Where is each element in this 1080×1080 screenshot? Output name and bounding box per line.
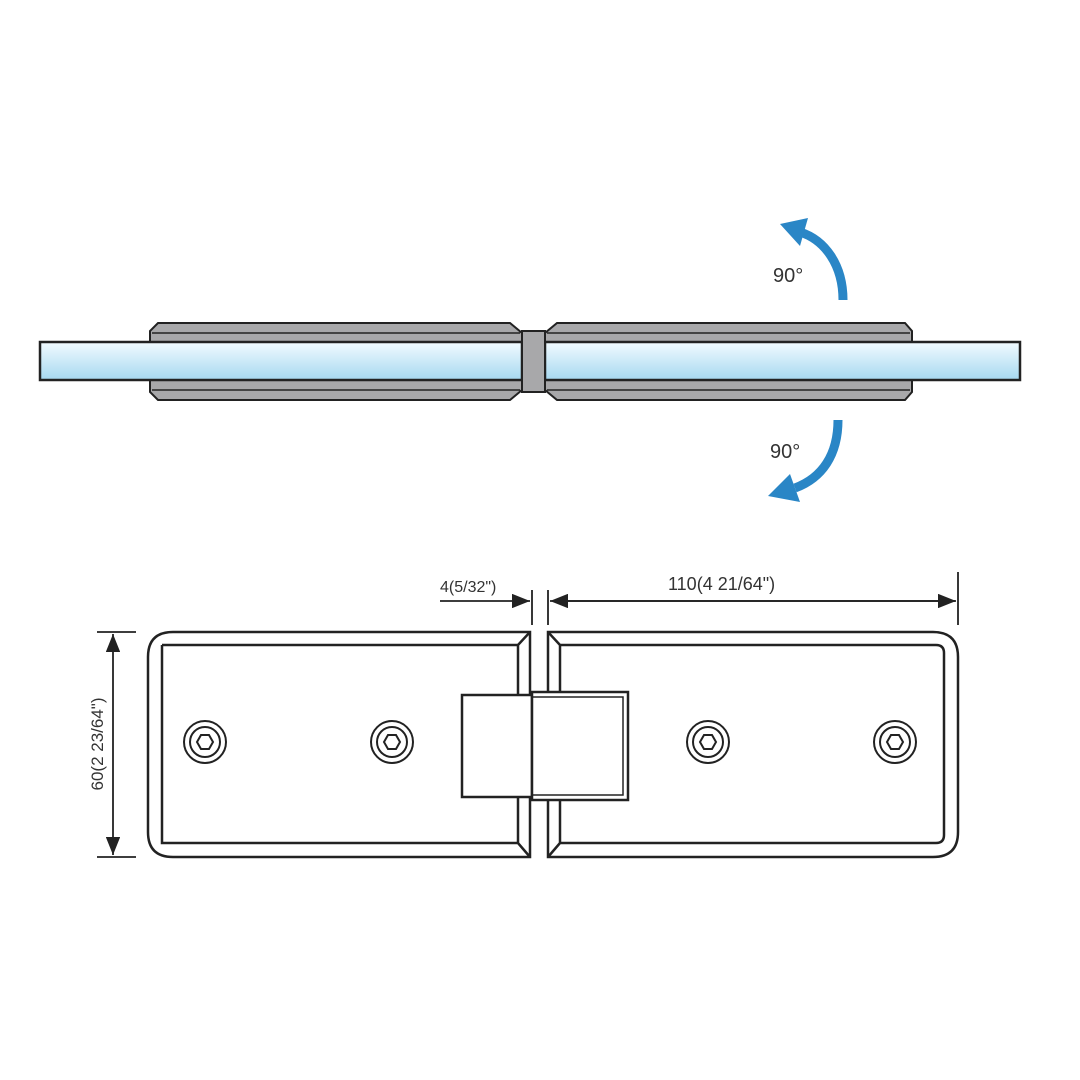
glass-panel-right [543,340,1022,382]
gap-dimension-label: 4(5/32") [440,579,496,596]
hinge-knuckle-left [460,693,534,799]
dimension-lines [97,572,959,858]
plate-height-dimension-label: 60(2 23/64") [88,698,107,791]
screw-icon [183,720,227,764]
rotation-down-label: 90° [770,441,800,463]
hinge-pivot-block [521,330,546,393]
front-view [97,572,960,859]
plate-length-dimension-label: 110(4 21/64") [668,574,775,594]
rotation-down-arrow-icon [793,419,843,493]
right-plate [546,630,960,859]
screw-icon [873,720,917,764]
rotation-up-label: 90° [773,265,803,287]
left-plate [146,630,532,859]
screw-icon [370,720,414,764]
top-view: 90° 90° [38,218,1022,502]
screw-icon [686,720,730,764]
rotation-up-arrow-icon [798,227,848,301]
hinge-knuckle-right [530,690,630,802]
glass-panel-left [38,340,524,382]
